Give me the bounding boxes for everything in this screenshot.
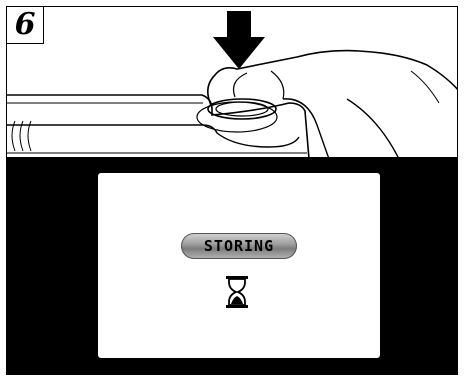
camera-hand-drawing — [7, 7, 458, 158]
step-number-badge: 6 — [6, 6, 44, 44]
status-badge: STORING — [181, 233, 297, 259]
hourglass-icon — [224, 275, 250, 309]
lcd-display: STORING — [98, 173, 380, 358]
press-arrow-icon — [213, 11, 265, 69]
shutter-press-illustration — [6, 6, 458, 158]
lcd-monitor-panel: STORING — [6, 158, 458, 375]
status-label: STORING — [204, 237, 274, 255]
